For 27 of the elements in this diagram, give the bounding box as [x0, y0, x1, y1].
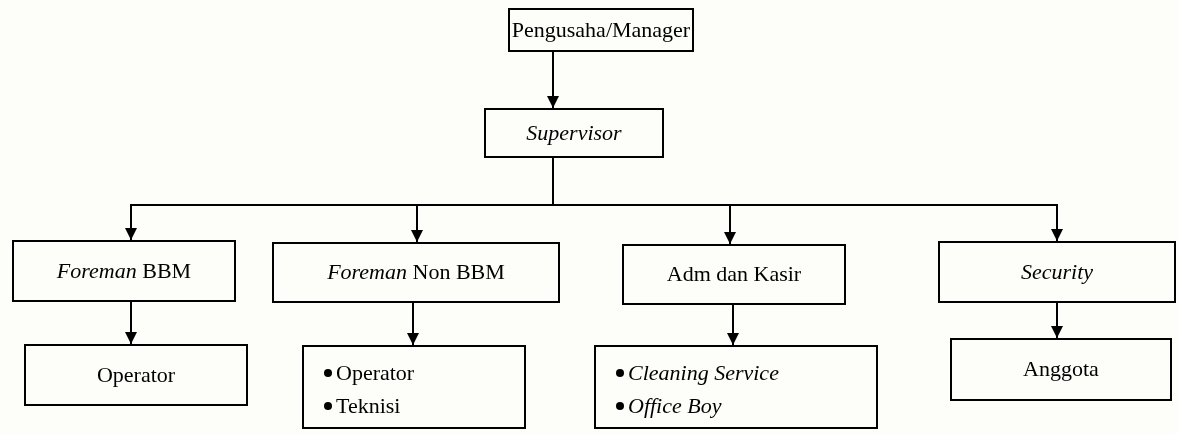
- list-item: Operator: [336, 359, 415, 387]
- role-title: Supervisor: [526, 118, 622, 147]
- arrow: [125, 301, 137, 345]
- role-box: [622, 244, 846, 305]
- role-title: Foreman BBM: [56, 256, 192, 285]
- role-box: [24, 344, 248, 406]
- role-box: [272, 242, 560, 303]
- role-box: [484, 108, 664, 158]
- role-title: Foreman Non BBM: [327, 258, 505, 287]
- arrow: [1051, 302, 1063, 339]
- role-box: [508, 8, 694, 52]
- arrow: [547, 51, 559, 109]
- arrow: [727, 304, 739, 346]
- list-box: [302, 345, 526, 429]
- role-box: [12, 240, 236, 302]
- role-title: Security: [1020, 257, 1094, 286]
- list-box: [594, 345, 878, 429]
- role-box: [950, 338, 1172, 401]
- list-item: Office Boy: [628, 391, 722, 420]
- list-item: Cleaning Service: [628, 359, 779, 387]
- role-box: [938, 241, 1176, 303]
- role-title: Adm dan Kasir: [666, 260, 802, 289]
- list-item: Teknisi: [336, 391, 401, 420]
- role-title: Anggota: [1023, 355, 1099, 384]
- arrow: [407, 302, 419, 346]
- role-title: Operator: [96, 360, 176, 389]
- role-title: Pengusaha/Manager: [511, 15, 691, 44]
